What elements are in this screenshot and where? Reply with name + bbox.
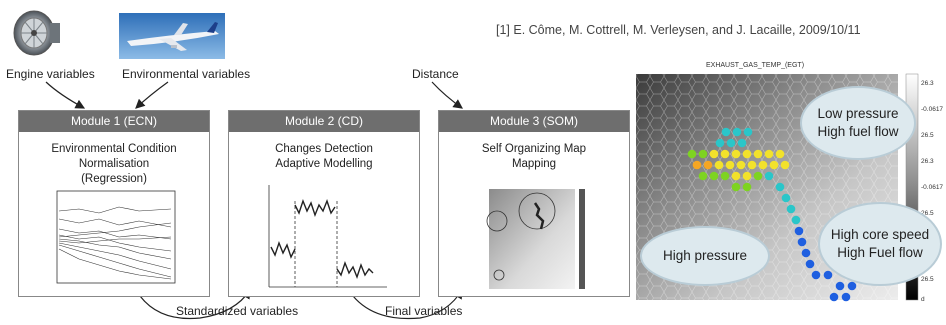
som-trajectory-dot bbox=[709, 149, 719, 159]
som-trajectory-dot bbox=[801, 248, 811, 258]
airplane-icon bbox=[119, 13, 225, 59]
module-1-line-2: Normalisation bbox=[78, 158, 150, 170]
som-trajectory-dot bbox=[709, 171, 719, 181]
som-trajectory-dot bbox=[698, 171, 708, 181]
module-2-cd: Module 2 (CD) Changes Detection Adaptive… bbox=[228, 110, 420, 297]
som-trajectory-dot bbox=[698, 149, 708, 159]
low-pressure-line-1: Low pressure bbox=[817, 106, 899, 121]
distance-arrow bbox=[431, 81, 463, 109]
som-trajectory-dot bbox=[829, 292, 839, 302]
colorbar-tick: 26.5 bbox=[921, 276, 934, 283]
som-trajectory-dot bbox=[726, 138, 736, 148]
high-pressure-line-1: High pressure bbox=[662, 248, 748, 263]
final-flow-curve bbox=[352, 288, 463, 320]
som-trajectory-dot bbox=[731, 171, 741, 181]
high-core-line-1: High core speed bbox=[830, 227, 930, 242]
som-trajectory-dot bbox=[720, 149, 730, 159]
colorbar-tick: 26.3 bbox=[921, 158, 934, 165]
som-trajectory-dot bbox=[731, 149, 741, 159]
som-trajectory-dot bbox=[736, 160, 746, 170]
standardized-flow-curve bbox=[139, 288, 251, 320]
som-trajectory-dot bbox=[692, 160, 702, 170]
som-trajectory-dot bbox=[794, 226, 804, 236]
som-trajectory-dot bbox=[742, 149, 752, 159]
colorbar-tick: 26.5 bbox=[921, 132, 934, 139]
som-trajectory-dot bbox=[742, 171, 752, 181]
module-1-line-1: Environmental Condition bbox=[51, 143, 177, 155]
engine-variables-label: Engine variables bbox=[6, 67, 95, 81]
som-trajectory bbox=[687, 127, 857, 302]
module-3-line-1: Self Organizing Map bbox=[481, 143, 587, 155]
high-core-speed-bubble: High core speed High Fuel flow bbox=[818, 202, 942, 286]
som-trajectory-dot bbox=[731, 182, 741, 192]
som-trajectory-dot bbox=[841, 292, 851, 302]
final-variables-label: Final variables bbox=[385, 304, 463, 318]
som-trajectory-dot bbox=[764, 149, 774, 159]
som-trajectory-dot bbox=[753, 171, 763, 181]
distance-label: Distance bbox=[412, 67, 459, 81]
som-trajectory-dot bbox=[835, 281, 845, 291]
som-trajectory-dot bbox=[703, 160, 713, 170]
regression-plot-thumbnail bbox=[56, 190, 176, 284]
som-trajectory-dot bbox=[823, 270, 833, 280]
som-map-title: EXHAUST_GAS_TEMP_(EGT) bbox=[706, 62, 805, 69]
som-trajectory-dot bbox=[764, 171, 774, 181]
engine-arrow bbox=[45, 81, 86, 109]
module-1-ecn: Module 1 (ECN) Environmental Condition N… bbox=[18, 110, 210, 297]
change-detection-plot-thumbnail bbox=[268, 185, 387, 288]
som-trajectory-dot bbox=[737, 138, 747, 148]
colorbar-tick: -0.0617 bbox=[921, 106, 944, 113]
reference-citation: [1] E. Côme, M. Cottrell, M. Verleysen, … bbox=[496, 23, 861, 37]
som-trajectory-dot bbox=[687, 149, 697, 159]
som-trajectory-dot bbox=[742, 182, 752, 192]
som-trajectory-dot bbox=[781, 193, 791, 203]
jet-engine-icon bbox=[12, 8, 62, 58]
low-pressure-line-2: High fuel flow bbox=[817, 124, 899, 139]
som-trajectory-dot bbox=[769, 160, 779, 170]
module-1-header: Module 1 (ECN) bbox=[19, 111, 209, 132]
som-trajectory-dot bbox=[775, 149, 785, 159]
som-trajectory-dot bbox=[786, 204, 796, 214]
som-trajectory-dot bbox=[747, 160, 757, 170]
colorbar-tick: 26.3 bbox=[921, 80, 934, 87]
module-2-line-2: Adaptive Modelling bbox=[275, 158, 373, 170]
module-2-header: Module 2 (CD) bbox=[229, 111, 419, 132]
high-core-line-2: High Fuel flow bbox=[837, 245, 923, 260]
som-trajectory-dot bbox=[714, 160, 724, 170]
som-map-thumbnail bbox=[486, 189, 585, 289]
high-pressure-bubble: High pressure bbox=[640, 226, 770, 286]
module-1-line-3: (Regression) bbox=[81, 173, 147, 185]
environmental-variables-label: Environmental variables bbox=[122, 67, 251, 81]
som-trajectory-dot bbox=[721, 127, 731, 137]
module-3-header: Module 3 (SOM) bbox=[439, 111, 629, 132]
module-3-som: Module 3 (SOM) Self Organizing Map Mappi… bbox=[438, 110, 630, 297]
standardized-variables-label: Standardized variables bbox=[176, 304, 299, 318]
som-trajectory-dot bbox=[743, 127, 753, 137]
environmental-arrow bbox=[135, 81, 169, 109]
som-trajectory-dot bbox=[805, 259, 815, 269]
som-trajectory-dot bbox=[720, 171, 730, 181]
module-2-line-1: Changes Detection bbox=[275, 143, 373, 155]
som-trajectory-dot bbox=[791, 215, 801, 225]
som-trajectory-dot bbox=[725, 160, 735, 170]
som-trajectory-dot bbox=[758, 160, 768, 170]
low-pressure-bubble: Low pressure High fuel flow bbox=[800, 86, 916, 160]
som-trajectory-dot bbox=[775, 182, 785, 192]
som-trajectory-dot bbox=[715, 138, 725, 148]
som-trajectory-dot bbox=[797, 237, 807, 247]
colorbar-tick: 26.5 bbox=[921, 210, 934, 217]
module-3-line-2: Mapping bbox=[511, 158, 557, 170]
som-trajectory-dot bbox=[811, 270, 821, 280]
som-trajectory-dot bbox=[780, 160, 790, 170]
colorbar-tick: -0.0617 bbox=[921, 184, 944, 191]
som-trajectory-dot bbox=[847, 281, 857, 291]
som-trajectory-dot bbox=[732, 127, 742, 137]
som-trajectory-dot bbox=[753, 149, 763, 159]
colorbar-unit: d bbox=[921, 296, 925, 303]
